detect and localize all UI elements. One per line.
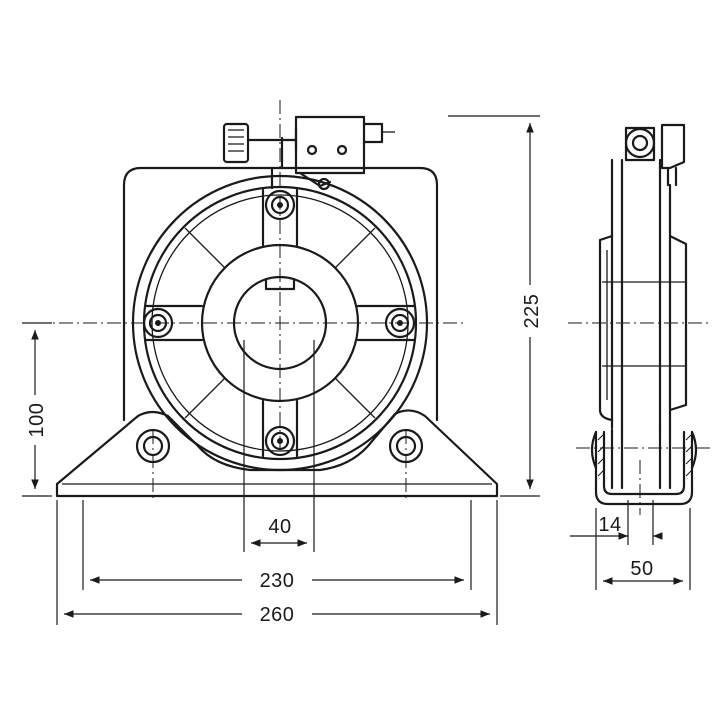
keyway (264, 277, 296, 291)
limit-switch (222, 115, 395, 191)
side-view (568, 123, 710, 515)
dim-bore: 40 (268, 516, 291, 538)
dim-total-height: 225 (521, 294, 543, 329)
dim-center-height: 100 (26, 403, 48, 438)
side-top-pin (624, 127, 656, 159)
wheel-spokes (144, 188, 416, 458)
front-dimensions: 100 225 40 230 260 (22, 115, 543, 626)
dim-side-offset: 14 (598, 514, 621, 536)
side-dimensions: 14 50 (570, 500, 691, 590)
base-plate (55, 409, 499, 498)
dim-total-width: 260 (260, 604, 295, 626)
dim-side-width: 50 (630, 558, 653, 580)
front-view (35, 100, 499, 500)
dim-hole-spacing: 230 (260, 570, 295, 592)
